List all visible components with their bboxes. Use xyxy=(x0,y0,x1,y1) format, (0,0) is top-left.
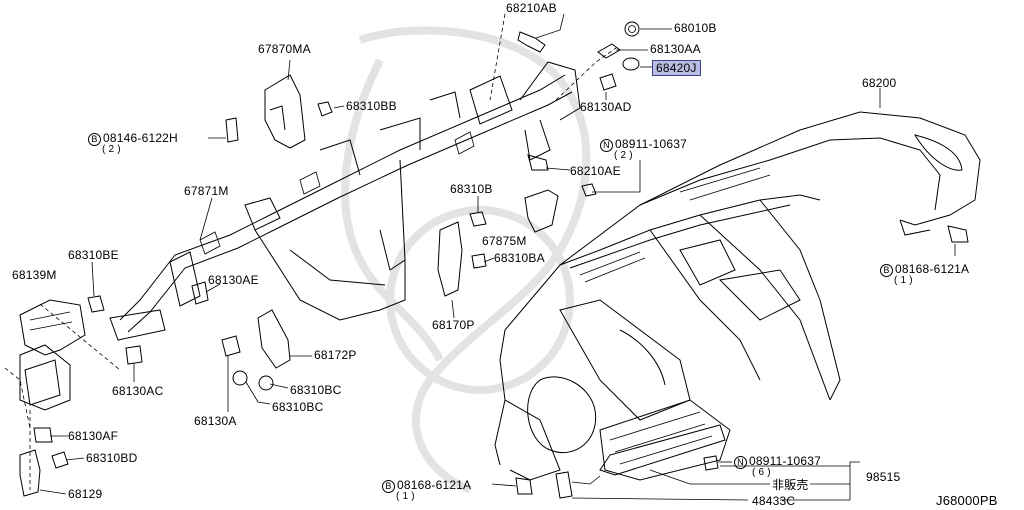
label-68172P: 68172P xyxy=(314,348,357,362)
bolt-prefix-icon: B xyxy=(382,480,395,493)
label-68310BC-2: 68310BC xyxy=(272,400,324,414)
bolt-08146-6122H xyxy=(225,117,239,143)
label-68130AE: 68130AE xyxy=(208,273,259,287)
label-68130AA: 68130AA xyxy=(650,42,701,56)
label-68210AE: 68210AE xyxy=(570,164,621,178)
steering-member-67871M xyxy=(109,61,581,341)
nut-prefix-icon: N xyxy=(734,456,747,469)
label-08146-6122H-text: 08146-6122H xyxy=(103,131,178,145)
nut-68130AD xyxy=(599,73,617,91)
cap-68420J xyxy=(622,57,640,71)
bracket-68139M xyxy=(19,299,86,411)
nut-68310BB xyxy=(317,101,333,117)
bolt-68210AB xyxy=(517,31,546,53)
label-68200: 68200 xyxy=(862,76,897,90)
bolt-68130A xyxy=(221,335,241,357)
bolt-68130AC xyxy=(125,345,143,365)
label-48433C: 48433C xyxy=(752,494,796,508)
bolt-prefix-icon: B xyxy=(88,133,101,146)
label-67875M: 67875M xyxy=(482,234,527,248)
nut-prefix-icon: N xyxy=(600,139,613,152)
qty-08911-10637-top: ( 2 ) xyxy=(614,150,633,161)
bolt-08168-6121A-bottom xyxy=(515,477,533,495)
label-68310B: 68310B xyxy=(450,182,493,196)
label-08168-6121A-right-text: 08168-6121A xyxy=(895,262,970,276)
lower-cover-98515 xyxy=(599,424,726,476)
label-67871M: 67871M xyxy=(184,184,229,198)
watermark-emblem xyxy=(341,26,591,494)
bracket-68129 xyxy=(19,449,41,497)
qty-08168-6121A-bottom: ( 1 ) xyxy=(396,491,415,502)
nut-08911-10637-bottom xyxy=(703,455,719,471)
nut-68310BC-1 xyxy=(258,375,274,391)
nut-08911-10637-top xyxy=(581,183,597,197)
clip-48433C xyxy=(555,471,573,499)
qty-08911-10637-bottom: ( 6 ) xyxy=(752,467,771,478)
label-68420J[interactable]: 68420J xyxy=(652,60,701,76)
nut-68130AA xyxy=(597,43,621,59)
label-08168-6121A-bottom-text: 08168-6121A xyxy=(397,478,472,492)
label-68310BA: 68310BA xyxy=(494,251,545,265)
label-68129: 68129 xyxy=(68,487,103,501)
label-67870MA: 67870MA xyxy=(258,42,311,56)
bracket-67870MA xyxy=(264,74,306,149)
nut-68310B xyxy=(469,211,487,227)
label-68310BD: 68310BD xyxy=(86,451,138,465)
qty-08146-6122H: ( 2 ) xyxy=(102,144,121,155)
bracket-67875M xyxy=(524,189,559,233)
leader-lines xyxy=(4,13,956,501)
label-68210AB: 68210AB xyxy=(506,1,557,15)
label-68310BB: 68310BB xyxy=(346,99,397,113)
bolt-68130AE xyxy=(191,281,209,305)
label-68170P: 68170P xyxy=(432,318,475,332)
fasteners xyxy=(33,21,969,499)
label-08911-10637-bottom-text: 08911-10637 xyxy=(749,454,822,468)
grommet-68010B xyxy=(624,21,640,37)
label-not-sold: 非販売 xyxy=(772,478,809,492)
bracket-68172P xyxy=(257,309,291,369)
instrument-panel-68200 xyxy=(494,111,981,481)
bolt-68210AE xyxy=(527,154,549,171)
label-68010B: 68010B xyxy=(674,21,717,35)
bolt-68130AF xyxy=(33,427,53,443)
qty-08168-6121A-right: ( 1 ) xyxy=(894,275,913,286)
label-08911-10637-top-text: 08911-10637 xyxy=(615,137,688,151)
nut-68310BD xyxy=(51,451,69,469)
label-68130AF: 68130AF xyxy=(68,429,119,443)
bolt-08168-6121A-right xyxy=(947,225,969,243)
clip-68310BA xyxy=(471,253,487,269)
bracket-68170P xyxy=(437,221,463,297)
label-68310BC-1: 68310BC xyxy=(290,383,342,397)
label-98515: 98515 xyxy=(866,470,901,484)
nut-68310BC-2 xyxy=(232,370,248,386)
nut-68310BE xyxy=(87,295,105,313)
label-68139M: 68139M xyxy=(12,268,57,282)
label-68130A: 68130A xyxy=(194,414,237,428)
diagram-id: J68000PB xyxy=(936,493,998,508)
label-68130AC: 68130AC xyxy=(112,384,164,398)
label-68130AD: 68130AD xyxy=(580,100,632,114)
bolt-prefix-icon: B xyxy=(880,264,893,277)
label-68310BE: 68310BE xyxy=(68,248,119,262)
